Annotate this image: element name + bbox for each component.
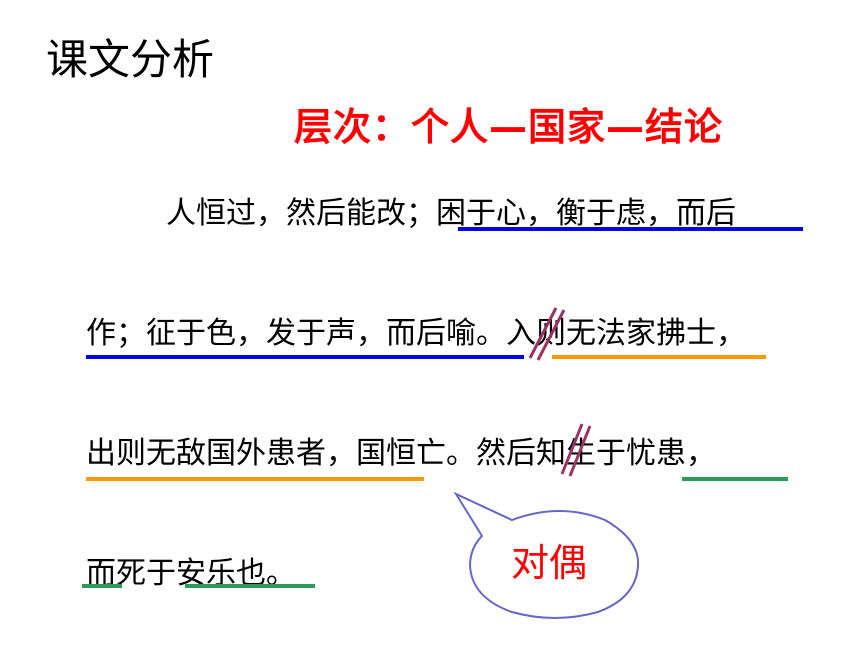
callout-label: 对偶 xyxy=(511,541,588,585)
underline-blue-2 xyxy=(86,355,524,359)
text-line-2: 作；征于色，发于声，而后喻。入则无法家拂士， xyxy=(86,316,746,351)
underline-green-3 xyxy=(185,584,315,588)
callout-bubble xyxy=(453,491,640,619)
underline-orange-1 xyxy=(552,355,766,359)
structure-subtitle: 层次：个人—国家—结论 xyxy=(294,105,724,149)
underline-blue-1 xyxy=(458,227,803,231)
text-line-1: 人恒过，然后能改；困于心，衡于虑，而后 xyxy=(166,196,736,231)
divider-mark-1 xyxy=(528,307,566,361)
underline-green-2 xyxy=(82,584,122,588)
divider-mark-2 xyxy=(560,423,592,477)
slide-title: 课文分析 xyxy=(46,35,215,84)
underline-orange-2 xyxy=(86,477,424,481)
text-line-3: 出则无敌国外患者，国恒亡。然后知生于忧患， xyxy=(86,436,716,471)
underline-green-1 xyxy=(682,477,788,481)
